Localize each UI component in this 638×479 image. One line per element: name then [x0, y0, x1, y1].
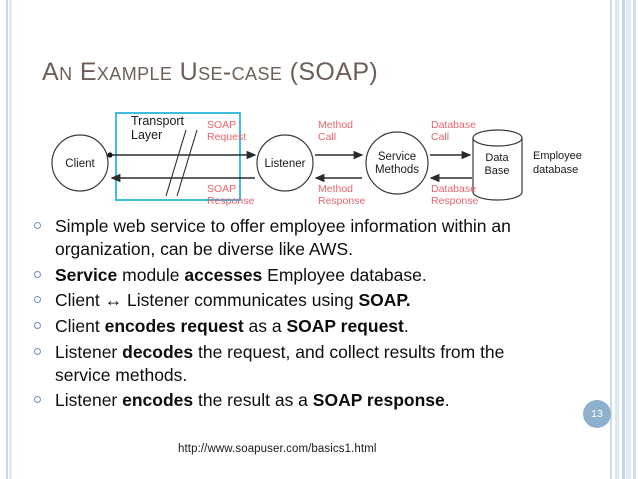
list-item-text: Client ↔ Listener communicates using: [55, 290, 359, 311]
list-item-text: encodes: [122, 390, 194, 411]
right-stripe-5: [633, 0, 636, 479]
client-label: Client: [65, 158, 95, 170]
list-item-text: module: [117, 264, 185, 285]
edge-method-response-label-line1: Method: [318, 183, 353, 195]
list-item-text: SOAP.: [358, 290, 411, 311]
page-number-badge: 13: [583, 400, 611, 428]
list-item: Client encodes request as a SOAP request…: [30, 315, 558, 338]
left-stripe-outer: [6, 0, 8, 479]
edge-database-response-label-line2: Response: [431, 195, 478, 207]
list-item: Simple web service to offer employee inf…: [30, 215, 558, 261]
list-item-text: accesses: [184, 264, 263, 285]
edge-soap-request-label-line1: SOAP: [207, 119, 236, 131]
list-item-text: encodes request: [104, 316, 244, 336]
edge-soap-response-label-line2: Response: [207, 195, 254, 207]
transport-layer-box: [115, 112, 241, 201]
bullet-ring-icon: [34, 222, 41, 229]
listener-label: Listener: [265, 158, 306, 170]
database-label-line2: Base: [484, 165, 509, 177]
transport-layer-label-line1: Transport: [131, 114, 185, 128]
edge-database-call-label-line2: Call: [431, 131, 449, 143]
list-item-text: Listener: [55, 341, 123, 362]
employee-database-annotation-line2: database: [533, 164, 578, 176]
edge-method-call-label-line2: Call: [318, 131, 336, 143]
edge-database-call-label-line1: Database: [431, 119, 476, 131]
edge-database-response-label-line1: Database: [431, 183, 476, 195]
list-item-text: SOAP response: [312, 390, 445, 411]
list-item: Listener decodes the request, and collec…: [30, 341, 558, 387]
list-item-text: Client: [55, 316, 105, 336]
right-stripe-2: [615, 0, 619, 479]
bullet-ring-icon: [34, 270, 41, 278]
edge-method-call-label-line1: Method: [318, 119, 353, 131]
bullet-ring-icon: [34, 296, 41, 304]
list-item-text: Listener: [55, 390, 123, 411]
page-title: An Example Use-case (SOAP): [42, 58, 379, 86]
edge-soap-response-label-line1: SOAP: [207, 183, 236, 195]
list-item-text: the request, and collect results from th…: [55, 341, 505, 385]
service-methods-label-line1: Service: [378, 151, 416, 163]
bullet-ring-icon: [34, 396, 41, 404]
service-methods-node: [365, 131, 429, 195]
list-item-text: .: [403, 316, 409, 336]
list-item: Client ↔ Listener communicates using SOA…: [30, 289, 558, 312]
list-item-text: Service: [55, 264, 118, 285]
list-item-text: the result as a: [193, 390, 313, 411]
list-item-text: as a: [243, 316, 287, 336]
left-stripe-inner: [9, 0, 12, 479]
employee-database-annotation-line1: Employee: [533, 150, 582, 162]
list-item-text: decodes: [122, 341, 194, 362]
client-node: [51, 134, 109, 192]
right-stripe-3: [622, 0, 625, 479]
database-node: [472, 129, 523, 201]
list-item-text: .: [444, 390, 450, 411]
transport-slash-marks: [165, 129, 198, 197]
bullet-ring-icon: [34, 322, 41, 329]
edge-method-response-label-line2: Response: [318, 195, 365, 207]
list-item: Listener encodes the result as a SOAP re…: [30, 389, 558, 412]
edge-soap-request-dot: [107, 152, 113, 158]
list-item-text: Simple web service to offer employee inf…: [55, 216, 511, 259]
list-item-text: Employee database.: [262, 264, 427, 285]
service-methods-label-line2: Methods: [375, 164, 419, 176]
list-item-text: SOAP request: [286, 316, 404, 336]
right-stripe-1: [610, 0, 612, 479]
bullet-ring-icon: [34, 347, 41, 355]
list-item: Service module accesses Employee databas…: [30, 264, 558, 287]
database-label-line1: Data: [485, 152, 509, 164]
edge-soap-request-label-line2: Request: [207, 131, 246, 143]
transport-layer-label-line2: Layer: [131, 128, 162, 142]
listener-node: [256, 134, 314, 192]
bullet-list: Simple web service to offer employee inf…: [30, 215, 558, 415]
soap-architecture-diagram: Client Listener Service Methods Data Bas…: [0, 100, 638, 210]
right-stripe-4: [626, 0, 631, 479]
source-url-caption: http://www.soapuser.com/basics1.html: [178, 443, 377, 455]
